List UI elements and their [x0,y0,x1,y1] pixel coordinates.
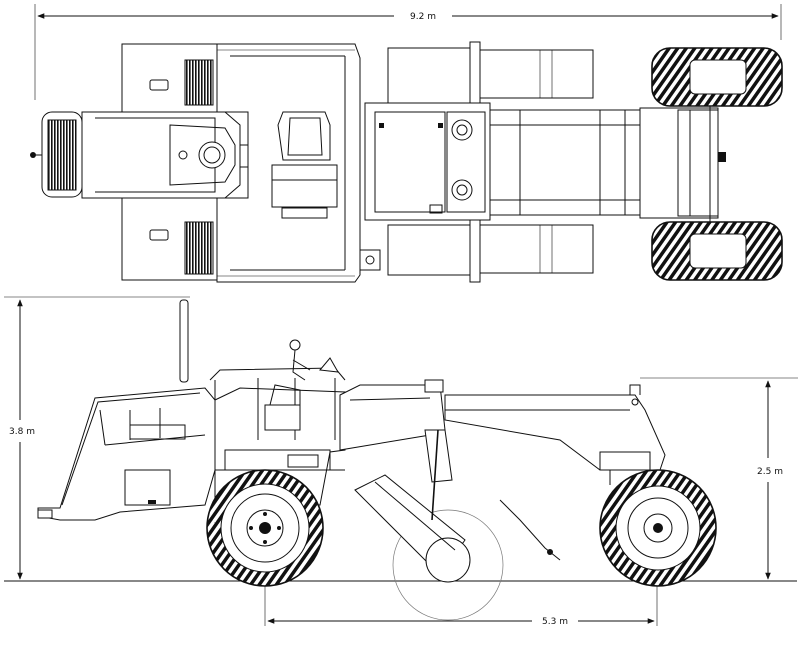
side-exhaust-stack [179,299,189,383]
side-view [4,299,797,621]
overall-height-label: 3.8 m [9,427,35,437]
dimension-overall-height: 3.8 m [4,296,190,580]
wheelbase-label: 5.3 m [542,617,568,627]
side-operator-cab [209,339,346,440]
top-main-chassis [216,43,381,283]
side-hydraulic-arms [424,379,561,561]
top-front-wheels [651,47,783,281]
top-front-boom [489,107,726,219]
top-rotor-section [364,41,594,283]
side-rear-wheel [206,469,324,587]
side-rotor-drum [354,474,504,621]
overall-length-label: 9.2 m [410,12,436,22]
top-view [30,41,783,283]
top-rear-wheel-housings [121,43,218,281]
dimension-overall-length: 9.2 m [34,4,782,100]
side-engine-body [37,387,216,521]
dimension-wheelbase: 5.3 m [264,585,658,627]
side-front-frame [444,384,666,485]
front-height-label: 2.5 m [757,467,783,477]
top-engine-hood [30,111,249,199]
dimension-front-height: 2.5 m [640,377,798,580]
side-front-wheel [599,469,717,587]
